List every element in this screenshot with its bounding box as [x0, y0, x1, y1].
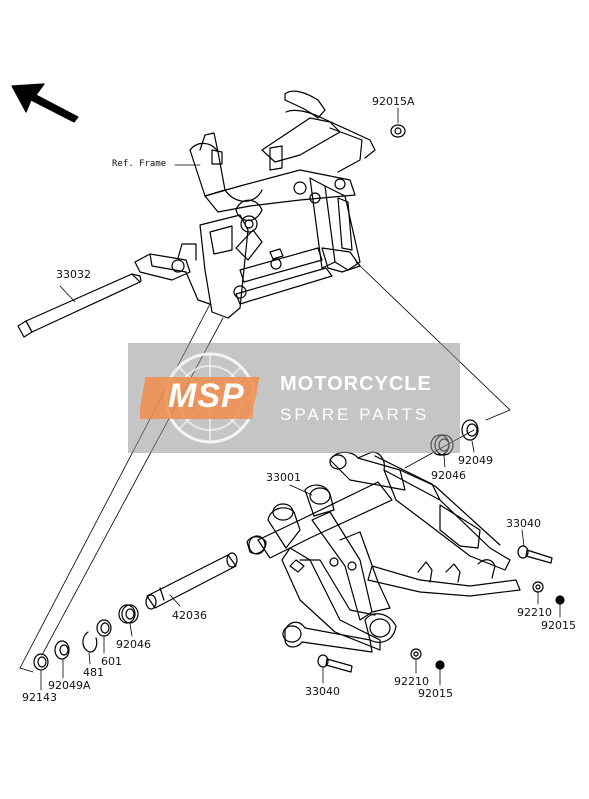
label-33001: 33001 — [266, 471, 301, 484]
part-42036-sleeve — [145, 535, 267, 610]
part-481-circlip — [82, 631, 98, 653]
part-92015A-nut — [390, 124, 406, 138]
label-601: 601 — [101, 655, 122, 668]
label-92046-top: 92046 — [431, 469, 466, 482]
label-92049-top: 92049 — [458, 454, 493, 467]
label-92015A: 92015A — [372, 95, 415, 108]
part-601-washer — [96, 619, 112, 637]
msp-logo-text: MSP — [168, 377, 245, 415]
part-33001-swingarm — [257, 451, 521, 653]
part-92049-seal-top — [461, 419, 479, 441]
watermark-line1: MOTORCYCLE — [280, 373, 432, 395]
label-92210-bottom: 92210 — [394, 675, 429, 688]
part-92015-nut-bottom — [435, 660, 445, 670]
direction-arrow-icon — [11, 83, 79, 123]
label-92210-right: 92210 — [517, 606, 552, 619]
part-33040-bolt-right — [517, 545, 553, 564]
label-42036: 42036 — [172, 609, 207, 622]
msp-logo-icon — [140, 352, 260, 444]
label-33032: 33032 — [56, 268, 91, 281]
part-33040-bolt-bottom — [317, 654, 353, 673]
part-92210-nut-bottom — [410, 648, 422, 660]
label-33040-right: 33040 — [506, 517, 541, 530]
watermark: MSP MOTORCYCLE SPARE PARTS — [128, 343, 460, 453]
label-92015-right: 92015 — [541, 619, 576, 632]
label-92143: 92143 — [22, 691, 57, 704]
part-92046-bearing-bottom — [118, 604, 139, 624]
part-92143-collar — [33, 653, 49, 671]
label-33040-bottom: 33040 — [305, 685, 340, 698]
part-92015-nut-right — [555, 595, 565, 605]
label-92046-bottom: 92046 — [116, 638, 151, 651]
watermark-line2: SPARE PARTS — [280, 405, 430, 424]
part-92049A-seal — [54, 640, 70, 660]
label-ref-frame: Ref. Frame — [112, 159, 167, 169]
frame-assembly — [134, 90, 376, 319]
label-92049A: 92049A — [48, 679, 91, 692]
part-92210-nut-right — [532, 581, 544, 593]
label-92015-bottom: 92015 — [418, 687, 453, 700]
part-33032-pivot-shaft — [17, 273, 142, 338]
label-481: 481 — [83, 666, 104, 679]
